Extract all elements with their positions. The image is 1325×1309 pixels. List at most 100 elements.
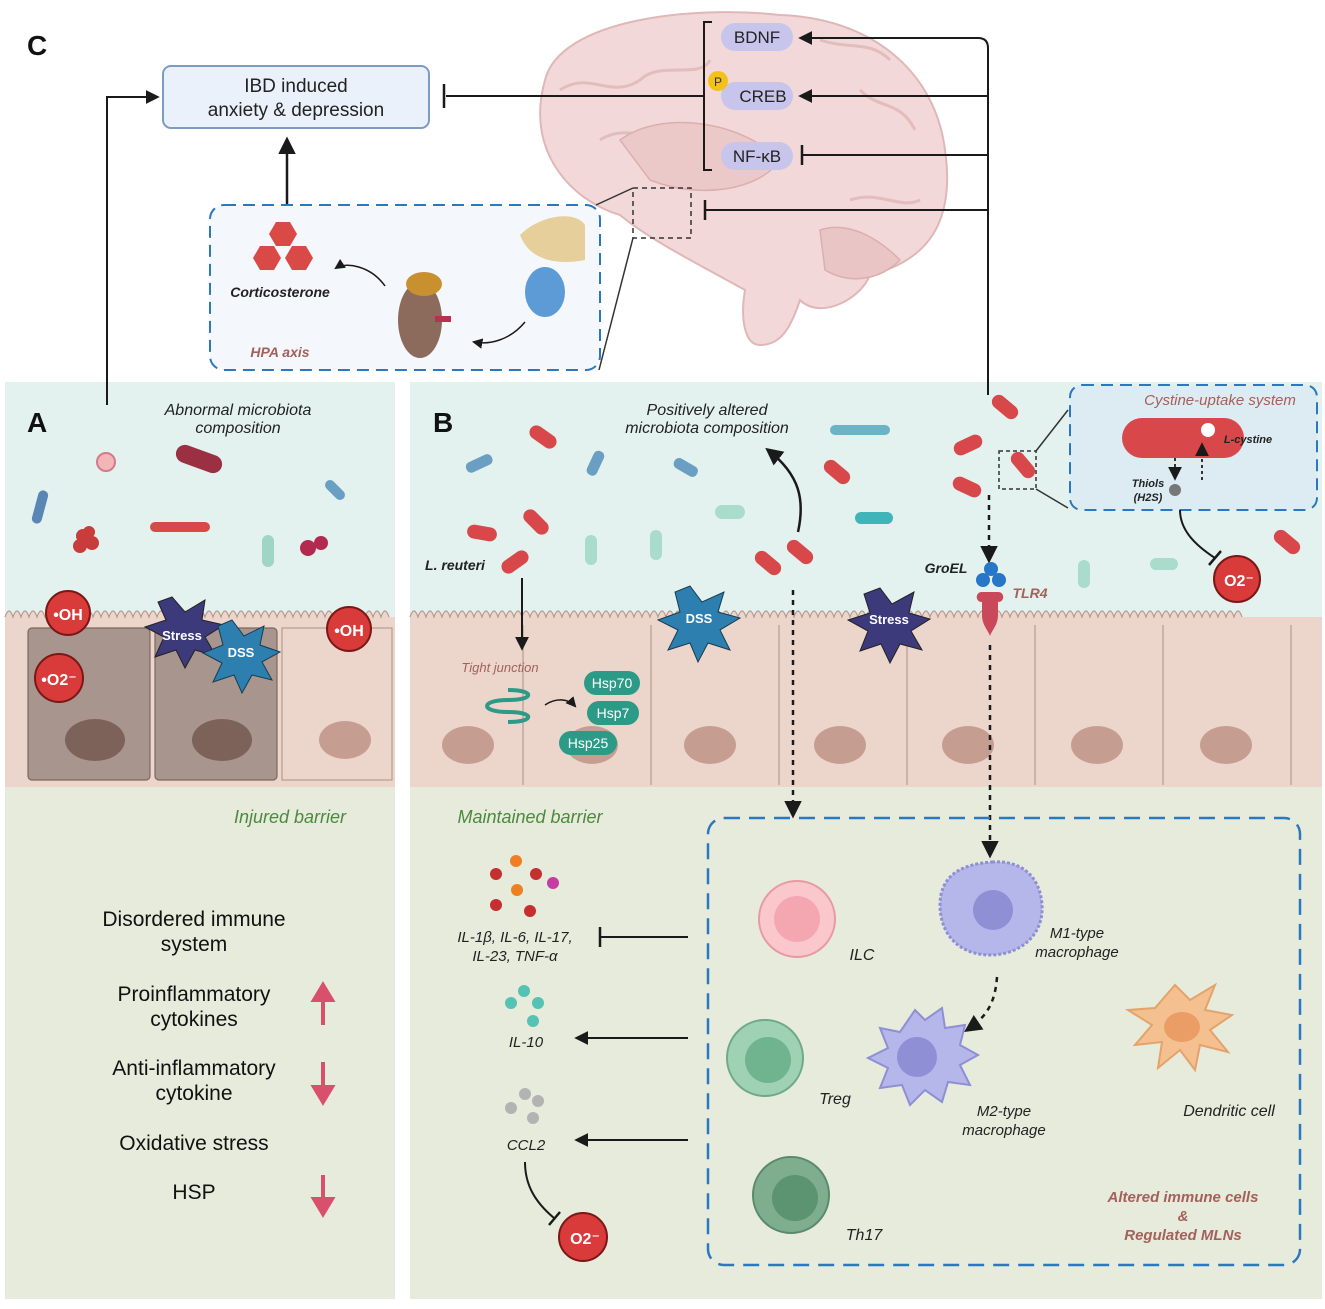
lbr-to-bdnf bbox=[798, 31, 989, 395]
lreuteri-label: L. reuteri bbox=[425, 557, 486, 573]
ccl2-label: CCL2 bbox=[507, 1137, 546, 1154]
arrow-tj-hsp bbox=[544, 696, 577, 708]
svg-text:Hsp70: Hsp70 bbox=[592, 675, 633, 691]
m2-macrophage-cell: M2-type macrophage bbox=[865, 1006, 1046, 1139]
zoom-line-1 bbox=[595, 187, 634, 206]
b-microbiota-line2: microbiota composition bbox=[625, 420, 789, 437]
svg-text:•OH: •OH bbox=[334, 623, 364, 640]
svg-text:cytokine: cytokine bbox=[155, 1082, 232, 1105]
bdnf-marker: BDNF bbox=[721, 23, 793, 51]
groel-label: GroEL bbox=[925, 560, 968, 576]
svg-text:NF-κB: NF-κB bbox=[733, 147, 781, 166]
il10-icon bbox=[505, 985, 544, 1027]
brain-zoom-box bbox=[632, 187, 692, 239]
tight-junction-icon bbox=[485, 688, 531, 724]
svg-text:P: P bbox=[714, 75, 722, 89]
b-superoxide-bottom: O2⁻ bbox=[558, 1212, 608, 1262]
a-stress-burst: Stress bbox=[143, 596, 226, 670]
svg-text:Regulated MLNs: Regulated MLNs bbox=[1124, 1227, 1242, 1244]
a-hydroxyl-radical-1: •OH bbox=[45, 590, 91, 636]
svg-text:cytokines: cytokines bbox=[150, 1008, 238, 1031]
tight-junction-label: Tight junction bbox=[461, 660, 538, 675]
cystine-uptake-box: Cystine-uptake system L-cystine Thiols (… bbox=[1069, 384, 1318, 511]
b-microbiota-line1: Positively altered bbox=[647, 402, 769, 419]
svg-text:DSS: DSS bbox=[228, 645, 255, 660]
hsp7-badge: Hsp7 bbox=[587, 701, 639, 725]
svg-text:O2⁻: O2⁻ bbox=[1224, 573, 1254, 590]
inhibit-bar-ccl2 bbox=[548, 1211, 561, 1226]
svg-text:Cystine-uptake system: Cystine-uptake system bbox=[1144, 392, 1296, 409]
svg-text:BDNF: BDNF bbox=[734, 28, 780, 47]
svg-text:Hsp25: Hsp25 bbox=[568, 735, 609, 751]
ilc-cell: ILC bbox=[758, 880, 875, 964]
inhibit-bar-o2 bbox=[1208, 550, 1222, 566]
b-barrier-label: Maintained barrier bbox=[457, 807, 603, 827]
svg-text:Disordered immune: Disordered immune bbox=[102, 908, 285, 931]
cytokines-line1: IL-1β, IL-6, IL-17, bbox=[457, 929, 572, 946]
svg-text:Dendritic cell: Dendritic cell bbox=[1183, 1103, 1275, 1120]
svg-text:macrophage: macrophage bbox=[1035, 944, 1118, 961]
treg-cell: Treg bbox=[726, 1019, 851, 1108]
a-effect-1: Disordered immune system bbox=[102, 908, 285, 956]
corticosterone-icon bbox=[253, 222, 313, 270]
up-arrow-icon bbox=[310, 981, 336, 1025]
svg-text:Anti-inflammatory: Anti-inflammatory bbox=[112, 1057, 276, 1080]
arrow-to-microbiota bbox=[765, 447, 802, 533]
cystine-zoom-box bbox=[998, 450, 1037, 490]
b-bacteria bbox=[467, 394, 1301, 576]
a-microbiota-line2: composition bbox=[195, 420, 280, 437]
svg-text:HPA axis: HPA axis bbox=[250, 344, 309, 360]
nfkb-marker: NF-κB bbox=[721, 142, 793, 170]
svg-text:Thiols: Thiols bbox=[1132, 478, 1164, 490]
panel-a-background bbox=[5, 382, 395, 1299]
svg-text:Stress: Stress bbox=[869, 612, 909, 627]
svg-text:Altered immune cells: Altered immune cells bbox=[1107, 1189, 1259, 1206]
svg-text:•OH: •OH bbox=[53, 607, 83, 624]
panel-letter-b: B bbox=[433, 407, 453, 438]
th17-cell: Th17 bbox=[752, 1156, 884, 1244]
svg-text:M1-type: M1-type bbox=[1050, 925, 1104, 942]
ccl2-icon bbox=[505, 1088, 544, 1124]
panel-letter-c: C bbox=[27, 30, 47, 61]
b-stress-burst: Stress bbox=[846, 587, 932, 665]
hsp70-badge: Hsp70 bbox=[584, 671, 640, 695]
svg-text:DSS: DSS bbox=[686, 611, 713, 626]
svg-text:IBD induced: IBD induced bbox=[244, 76, 348, 97]
cytokines-line2: IL-23, TNF-α bbox=[472, 948, 558, 965]
tlr4-label: TLR4 bbox=[1013, 585, 1048, 601]
tlr4-receptor-icon bbox=[976, 592, 1004, 636]
pituitary-icon bbox=[520, 216, 585, 317]
hpa-axis-box: Corticosterone HPA axis bbox=[209, 204, 601, 371]
microvilli-b bbox=[409, 610, 1243, 619]
svg-text:•O2⁻: •O2⁻ bbox=[41, 672, 76, 689]
mln-caption: Altered immune cells & Regulated MLNs bbox=[1107, 1189, 1259, 1244]
a-effect-3: Anti-inflammatory cytokine bbox=[112, 1057, 336, 1106]
m1-macrophage-cell: M1-type macrophage bbox=[938, 860, 1119, 961]
a-superoxide-radical: •O2⁻ bbox=[34, 653, 84, 703]
svg-text:&: & bbox=[1178, 1208, 1189, 1225]
adrenal-kidney-icon bbox=[398, 272, 451, 358]
dashed-arrow-m1-m2 bbox=[964, 976, 999, 1032]
epithelium-b bbox=[522, 625, 1292, 785]
creb-marker: CREB P bbox=[708, 71, 793, 110]
svg-text:L-cystine: L-cystine bbox=[1224, 434, 1272, 446]
thiols-inhibit-o2 bbox=[1179, 509, 1216, 559]
svg-text:system: system bbox=[161, 933, 228, 956]
zoom-line-2 bbox=[598, 237, 634, 371]
svg-text:(H2S): (H2S) bbox=[1134, 492, 1163, 504]
cystine-zoom-line-1 bbox=[1035, 409, 1069, 452]
arrow-a-to-ibd bbox=[106, 90, 160, 405]
groel-icon bbox=[976, 562, 1006, 587]
panel-letter-a: A bbox=[27, 407, 47, 438]
a-effect-4: Oxidative stress bbox=[119, 1132, 268, 1155]
a-microbiota-line1: Abnormal microbiota bbox=[164, 402, 312, 419]
svg-text:Stress: Stress bbox=[162, 628, 202, 643]
a-hydroxyl-radical-2: •OH bbox=[326, 606, 372, 652]
b-dss-burst: DSS bbox=[656, 585, 742, 664]
svg-text:Th17: Th17 bbox=[846, 1227, 884, 1244]
hsp25-badge: Hsp25 bbox=[559, 731, 617, 755]
svg-text:CREB: CREB bbox=[739, 87, 786, 106]
b-other-bacteria bbox=[465, 425, 1178, 588]
a-dss-burst: DSS bbox=[201, 619, 282, 695]
